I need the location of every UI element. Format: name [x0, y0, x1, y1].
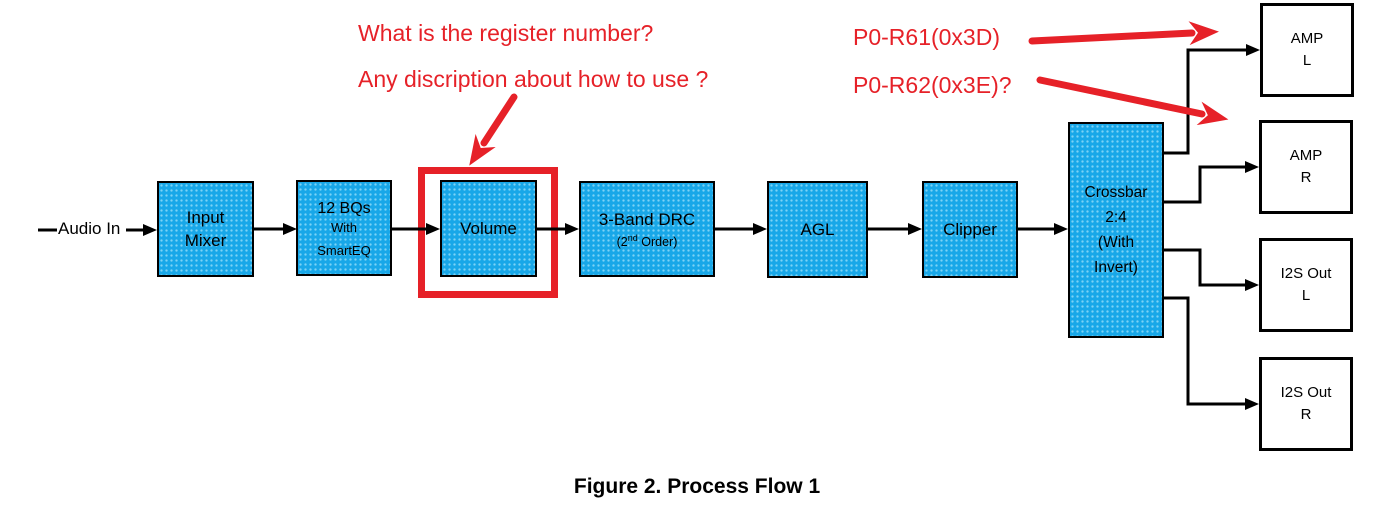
annotation-question-line2: Any discription about how to use ?: [358, 66, 709, 92]
block-amp-l-line2: L: [1302, 52, 1312, 69]
red-arrow-r61-to-amp-l: [1028, 21, 1219, 46]
block-crossbar-line1: Crossbar: [1084, 184, 1148, 201]
block-volume: Volume: [440, 180, 537, 277]
block-agl: AGL: [767, 181, 868, 278]
block-amp-r: AMP R: [1259, 120, 1353, 214]
block-3-band-drc-title: 3-Band DRC: [598, 209, 696, 229]
audio-in-label: Audio In: [58, 219, 121, 238]
drc-sub-prefix: (2: [616, 235, 628, 250]
block-crossbar-line3: (With: [1097, 234, 1135, 251]
block-crossbar: Crossbar 2:4 (With Invert): [1068, 122, 1164, 338]
red-arrow-to-volume: [469, 93, 518, 166]
block-i2s-out-r-line1: I2S Out: [1280, 384, 1332, 401]
block-amp-r-line1: AMP: [1289, 147, 1323, 164]
red-arrow-r62-to-amp-r: [1036, 76, 1229, 126]
block-input-mixer-label-line1: Input: [186, 208, 225, 227]
block-12-bqs: 12 BQs With SmartEQ: [296, 180, 392, 276]
figure-caption: Figure 2. Process Flow 1: [573, 475, 821, 498]
block-amp-l: AMP L: [1260, 3, 1354, 97]
drc-sub-suffix: Order): [637, 235, 678, 250]
block-amp-l-line1: AMP: [1290, 30, 1324, 47]
block-3-band-drc-subtitle: (2nd Order): [617, 231, 678, 250]
block-12-bqs-sub2: SmartEQ: [317, 242, 371, 258]
annotation-register-line1: P0-R61(0x3D): [853, 24, 1000, 50]
block-clipper: Clipper: [922, 181, 1018, 278]
block-i2s-out-r: I2S Out R: [1259, 357, 1353, 451]
block-i2s-out-l: I2S Out L: [1259, 238, 1353, 332]
drc-sub-superscript: nd: [627, 232, 638, 243]
block-volume-label: Volume: [460, 219, 517, 238]
block-i2s-out-r-line2: R: [1300, 406, 1312, 423]
annotation-register-line2: P0-R62(0x3E)?: [853, 72, 1012, 98]
block-amp-r-line2: R: [1300, 169, 1312, 186]
block-i2s-out-l-line1: I2S Out: [1280, 265, 1332, 282]
block-12-bqs-title: 12 BQs: [317, 199, 371, 217]
annotation-question-line1: What is the register number?: [358, 20, 654, 46]
volume-highlight-rectangle: [418, 167, 558, 298]
block-12-bqs-sub1: With: [331, 219, 357, 235]
block-input-mixer-label-line2: Mixer: [184, 231, 227, 250]
block-clipper-label: Clipper: [943, 220, 997, 239]
crossbar-to-i2s-r-line: [1164, 296, 1259, 410]
crossbar-to-amp-l-line: [1164, 44, 1260, 155]
block-3-band-drc: 3-Band DRC (2nd Order): [579, 181, 715, 277]
block-crossbar-line2: 2:4: [1105, 209, 1127, 226]
block-i2s-out-l-line2: L: [1301, 287, 1311, 304]
crossbar-to-amp-r-line: [1164, 161, 1259, 204]
block-agl-label: AGL: [800, 220, 835, 239]
block-crossbar-line4: Invert): [1094, 259, 1138, 276]
crossbar-to-i2s-l-line: [1164, 248, 1259, 291]
